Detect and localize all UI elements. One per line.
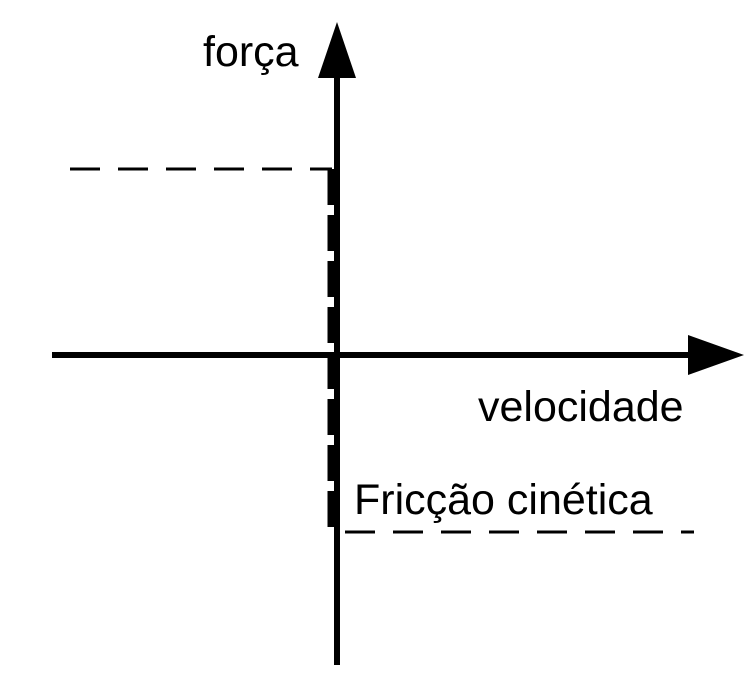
x-axis-arrowhead bbox=[688, 335, 744, 375]
curve-label: Fricção cinética bbox=[354, 476, 653, 524]
x-axis-label: velocidade bbox=[478, 383, 684, 431]
y-axis-arrowhead bbox=[318, 22, 356, 78]
y-axis-label: força bbox=[203, 28, 299, 76]
